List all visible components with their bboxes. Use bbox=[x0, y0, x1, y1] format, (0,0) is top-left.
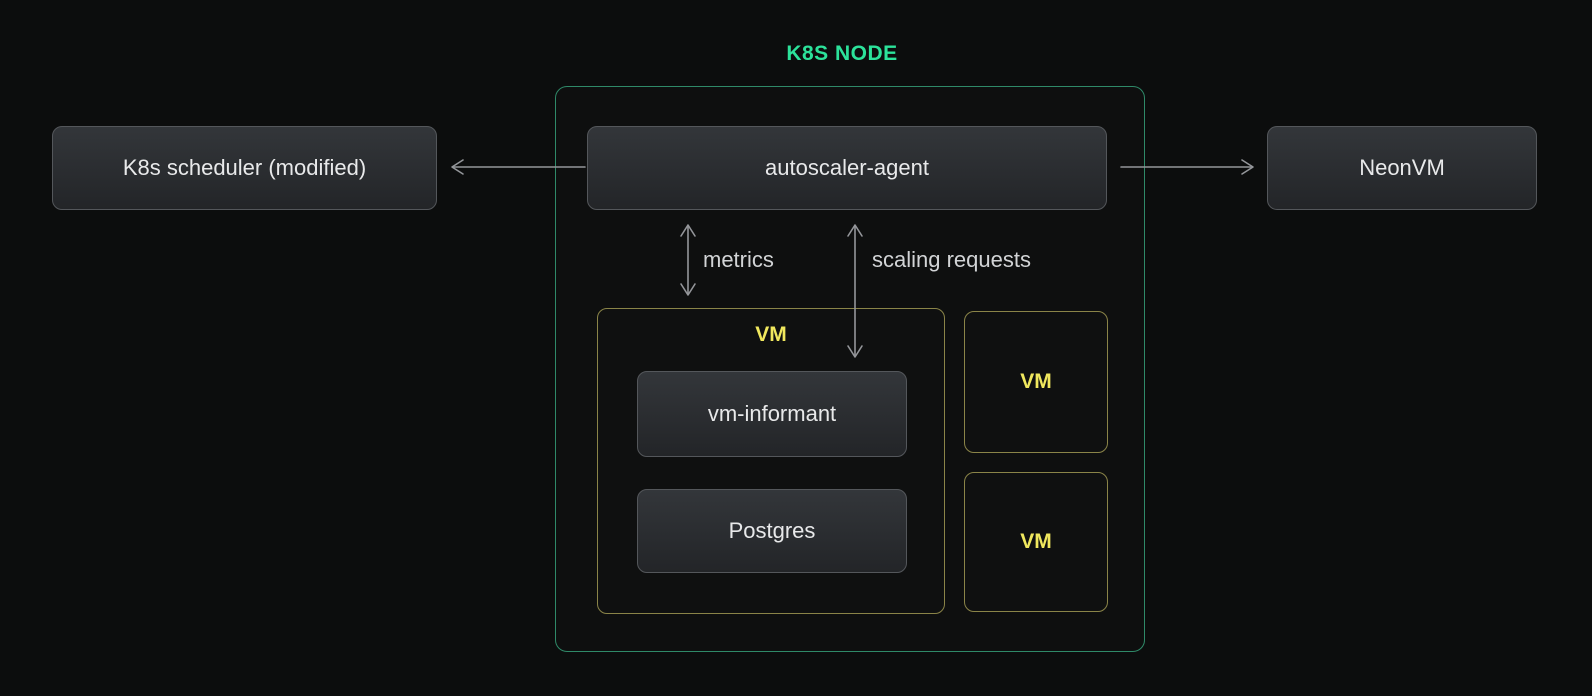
autoscaler-agent-label: autoscaler-agent bbox=[765, 155, 929, 180]
scheduler-label: K8s scheduler (modified) bbox=[122, 155, 367, 180]
vm-bottom-right-label: VM bbox=[1020, 530, 1052, 553]
neonvm-node: NeonVM bbox=[1267, 126, 1537, 210]
neonvm-label: NeonVM bbox=[1359, 155, 1445, 180]
vm-top-right-label: VM bbox=[1020, 370, 1052, 393]
vm-informant-label: vm-informant bbox=[707, 401, 837, 426]
vm-main-label: VM bbox=[755, 323, 787, 346]
k8s-node-container bbox=[555, 86, 1145, 652]
postgres-label: Postgres bbox=[728, 518, 816, 543]
postgres-node: Postgres bbox=[637, 489, 907, 573]
vm-bottom-right-container: VM bbox=[964, 472, 1108, 612]
autoscaler-agent-node: autoscaler-agent bbox=[587, 126, 1107, 210]
vm-top-right-container: VM bbox=[964, 311, 1108, 453]
scheduler-node: K8s scheduler (modified) bbox=[52, 126, 437, 210]
vm-informant-node: vm-informant bbox=[637, 371, 907, 457]
scaling-requests-edge-label: scaling requests bbox=[872, 247, 1031, 272]
k8s-node-title: K8S NODE bbox=[786, 42, 898, 65]
metrics-edge-label: metrics bbox=[703, 247, 774, 272]
vm-main-container: VM vm-informant Postgres bbox=[597, 308, 945, 614]
